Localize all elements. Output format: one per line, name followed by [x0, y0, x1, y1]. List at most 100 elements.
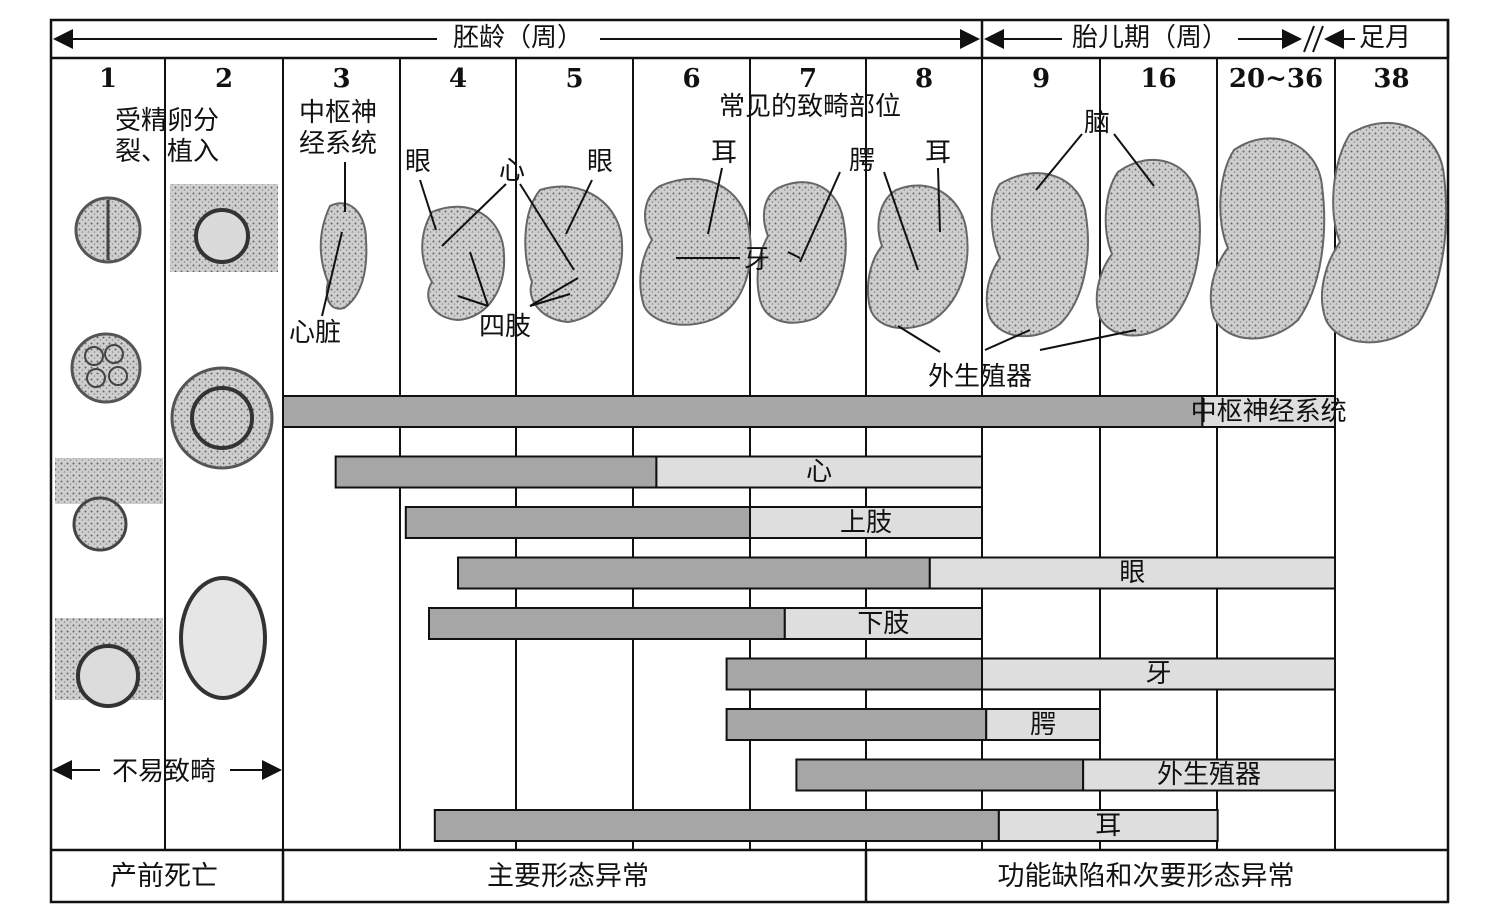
- chorionic-sac-image: [179, 576, 267, 700]
- eye-right-pointer: [565, 179, 593, 235]
- fetus-week16-image: [1095, 158, 1201, 337]
- bar-major-sensitivity: [282, 395, 1204, 428]
- heart-organ-pointer: [321, 231, 343, 317]
- bar-major-sensitivity: [725, 657, 983, 691]
- ear-week6-label: 耳: [710, 138, 738, 168]
- bar-minor-sensitivity: [997, 809, 1219, 842]
- ear-week8-label: 耳: [924, 138, 952, 168]
- genitalia-pointer-3: [1039, 329, 1137, 351]
- heart-pointer-1: [441, 183, 507, 247]
- bar-major-sensitivity: [725, 708, 988, 741]
- heart-organ-label: 心脏: [288, 318, 342, 348]
- week-label: 1: [98, 64, 118, 94]
- teeth-label: 牙: [743, 245, 771, 275]
- bar-label: 牙: [1145, 659, 1172, 689]
- fetus-week20-36-image: [1209, 137, 1326, 340]
- bar-label: 眼: [1119, 558, 1146, 588]
- bar-major-sensitivity: [433, 809, 1000, 842]
- fetus-week38-image: [1320, 121, 1448, 344]
- bar-minor-sensitivity: [655, 455, 984, 489]
- bar-major-sensitivity: [334, 455, 658, 489]
- fetal-period-label: 胎儿期（周）: [1071, 23, 1229, 53]
- heart-pointer-2: [519, 183, 575, 271]
- outcome-functional-defects: 功能缺陷和次要形态异常: [997, 861, 1295, 892]
- bar-minor-sensitivity: [985, 708, 1102, 741]
- break-mark-1: [1303, 25, 1315, 53]
- embryo-week5-image: [524, 185, 624, 324]
- cns-illustration-label: 中枢神经系统: [298, 98, 377, 159]
- not-teratogenic-label: 不易致畸: [111, 757, 217, 787]
- bottom-row-dividers: [281, 850, 868, 902]
- bar-major-sensitivity: [795, 758, 1085, 792]
- bar-label: 下肢: [857, 608, 910, 639]
- week-label: 2: [214, 64, 234, 94]
- eye-left-label: 眼: [404, 147, 432, 177]
- palate-pointer-2: [883, 171, 919, 271]
- embedded-blastocyst-image: [55, 618, 163, 708]
- morula-image: [70, 332, 142, 404]
- bilaminar-disc-image: [170, 366, 274, 470]
- limbs-label: 四肢: [478, 312, 532, 342]
- week-label: 9: [1031, 64, 1051, 94]
- bar-minor-sensitivity: [1201, 395, 1336, 428]
- embryo-week3-image: [319, 202, 368, 310]
- embryo-week8-image: [866, 184, 969, 330]
- week-label: 3: [332, 64, 351, 94]
- callout-lines: [321, 133, 1155, 353]
- ear-8-pointer: [937, 167, 941, 233]
- full-term-label: 足月: [1358, 23, 1412, 53]
- embryo-week7-image: [756, 181, 847, 324]
- bar-label: 耳: [1095, 810, 1122, 841]
- ear-6-pointer: [707, 167, 723, 235]
- bar-minor-sensitivity: [981, 657, 1336, 691]
- bar-minor-sensitivity: [1082, 758, 1336, 792]
- bar-minor-sensitivity: [783, 607, 983, 640]
- bar-minor-sensitivity: [928, 556, 1336, 590]
- week-label: 6: [682, 64, 701, 94]
- embryo-silhouettes: [319, 121, 1448, 344]
- implantation-site-image: [170, 184, 278, 272]
- sensitivity-bars: [282, 395, 1336, 842]
- embryo-age-label: 胚龄（周）: [452, 23, 584, 53]
- eye-right-label: 眼: [586, 147, 614, 177]
- brain-label: 脑: [1083, 108, 1111, 138]
- header-arrows: [52, 25, 1355, 780]
- week-label: 20~36: [1228, 64, 1324, 94]
- teeth-pointer-2: [787, 251, 801, 259]
- limbs-pointer-3: [529, 277, 579, 307]
- genitalia-pointer-2: [984, 329, 1031, 351]
- bar-label: 腭: [1030, 709, 1057, 740]
- week-label: 38: [1373, 64, 1410, 94]
- two-cell-stage-image: [74, 196, 142, 264]
- week-label: 16: [1140, 64, 1177, 94]
- week-label: 7: [798, 64, 818, 94]
- bar-label: 中枢神经系统: [1190, 396, 1347, 427]
- zygote-illustrations: [55, 184, 278, 708]
- palate-pointer-1: [799, 171, 841, 263]
- bar-major-sensitivity: [457, 556, 931, 590]
- outcome-prenatal-death: 产前死亡: [110, 861, 218, 892]
- bar-label: 外生殖器: [1157, 760, 1262, 790]
- limbs-pointer-1: [469, 251, 489, 307]
- eye-left-pointer: [419, 179, 437, 231]
- palate-label: 腭: [848, 146, 876, 176]
- external-genitalia-illustration-label: 外生殖器: [927, 362, 1033, 392]
- week-label: 5: [565, 64, 584, 94]
- bar-major-sensitivity: [428, 607, 786, 640]
- bar-major-sensitivity: [404, 506, 751, 539]
- break-mark-2: [1312, 25, 1324, 53]
- bar-minor-sensitivity: [749, 506, 983, 539]
- bar-label: 心: [806, 457, 833, 487]
- common-sites-label: 常见的致畸部位: [718, 92, 902, 122]
- fetus-week9-image: [985, 172, 1089, 337]
- zygote-label: 受精卵分裂、植入: [114, 106, 219, 167]
- brain-pointer-1: [1035, 133, 1083, 191]
- embryo-week6-image: [639, 177, 752, 326]
- heart-label: 心: [498, 156, 526, 186]
- limbs-pointer-2: [457, 295, 489, 307]
- week-label: 8: [914, 64, 934, 94]
- week-label: 4: [448, 64, 468, 94]
- genitalia-pointer-1: [897, 325, 941, 353]
